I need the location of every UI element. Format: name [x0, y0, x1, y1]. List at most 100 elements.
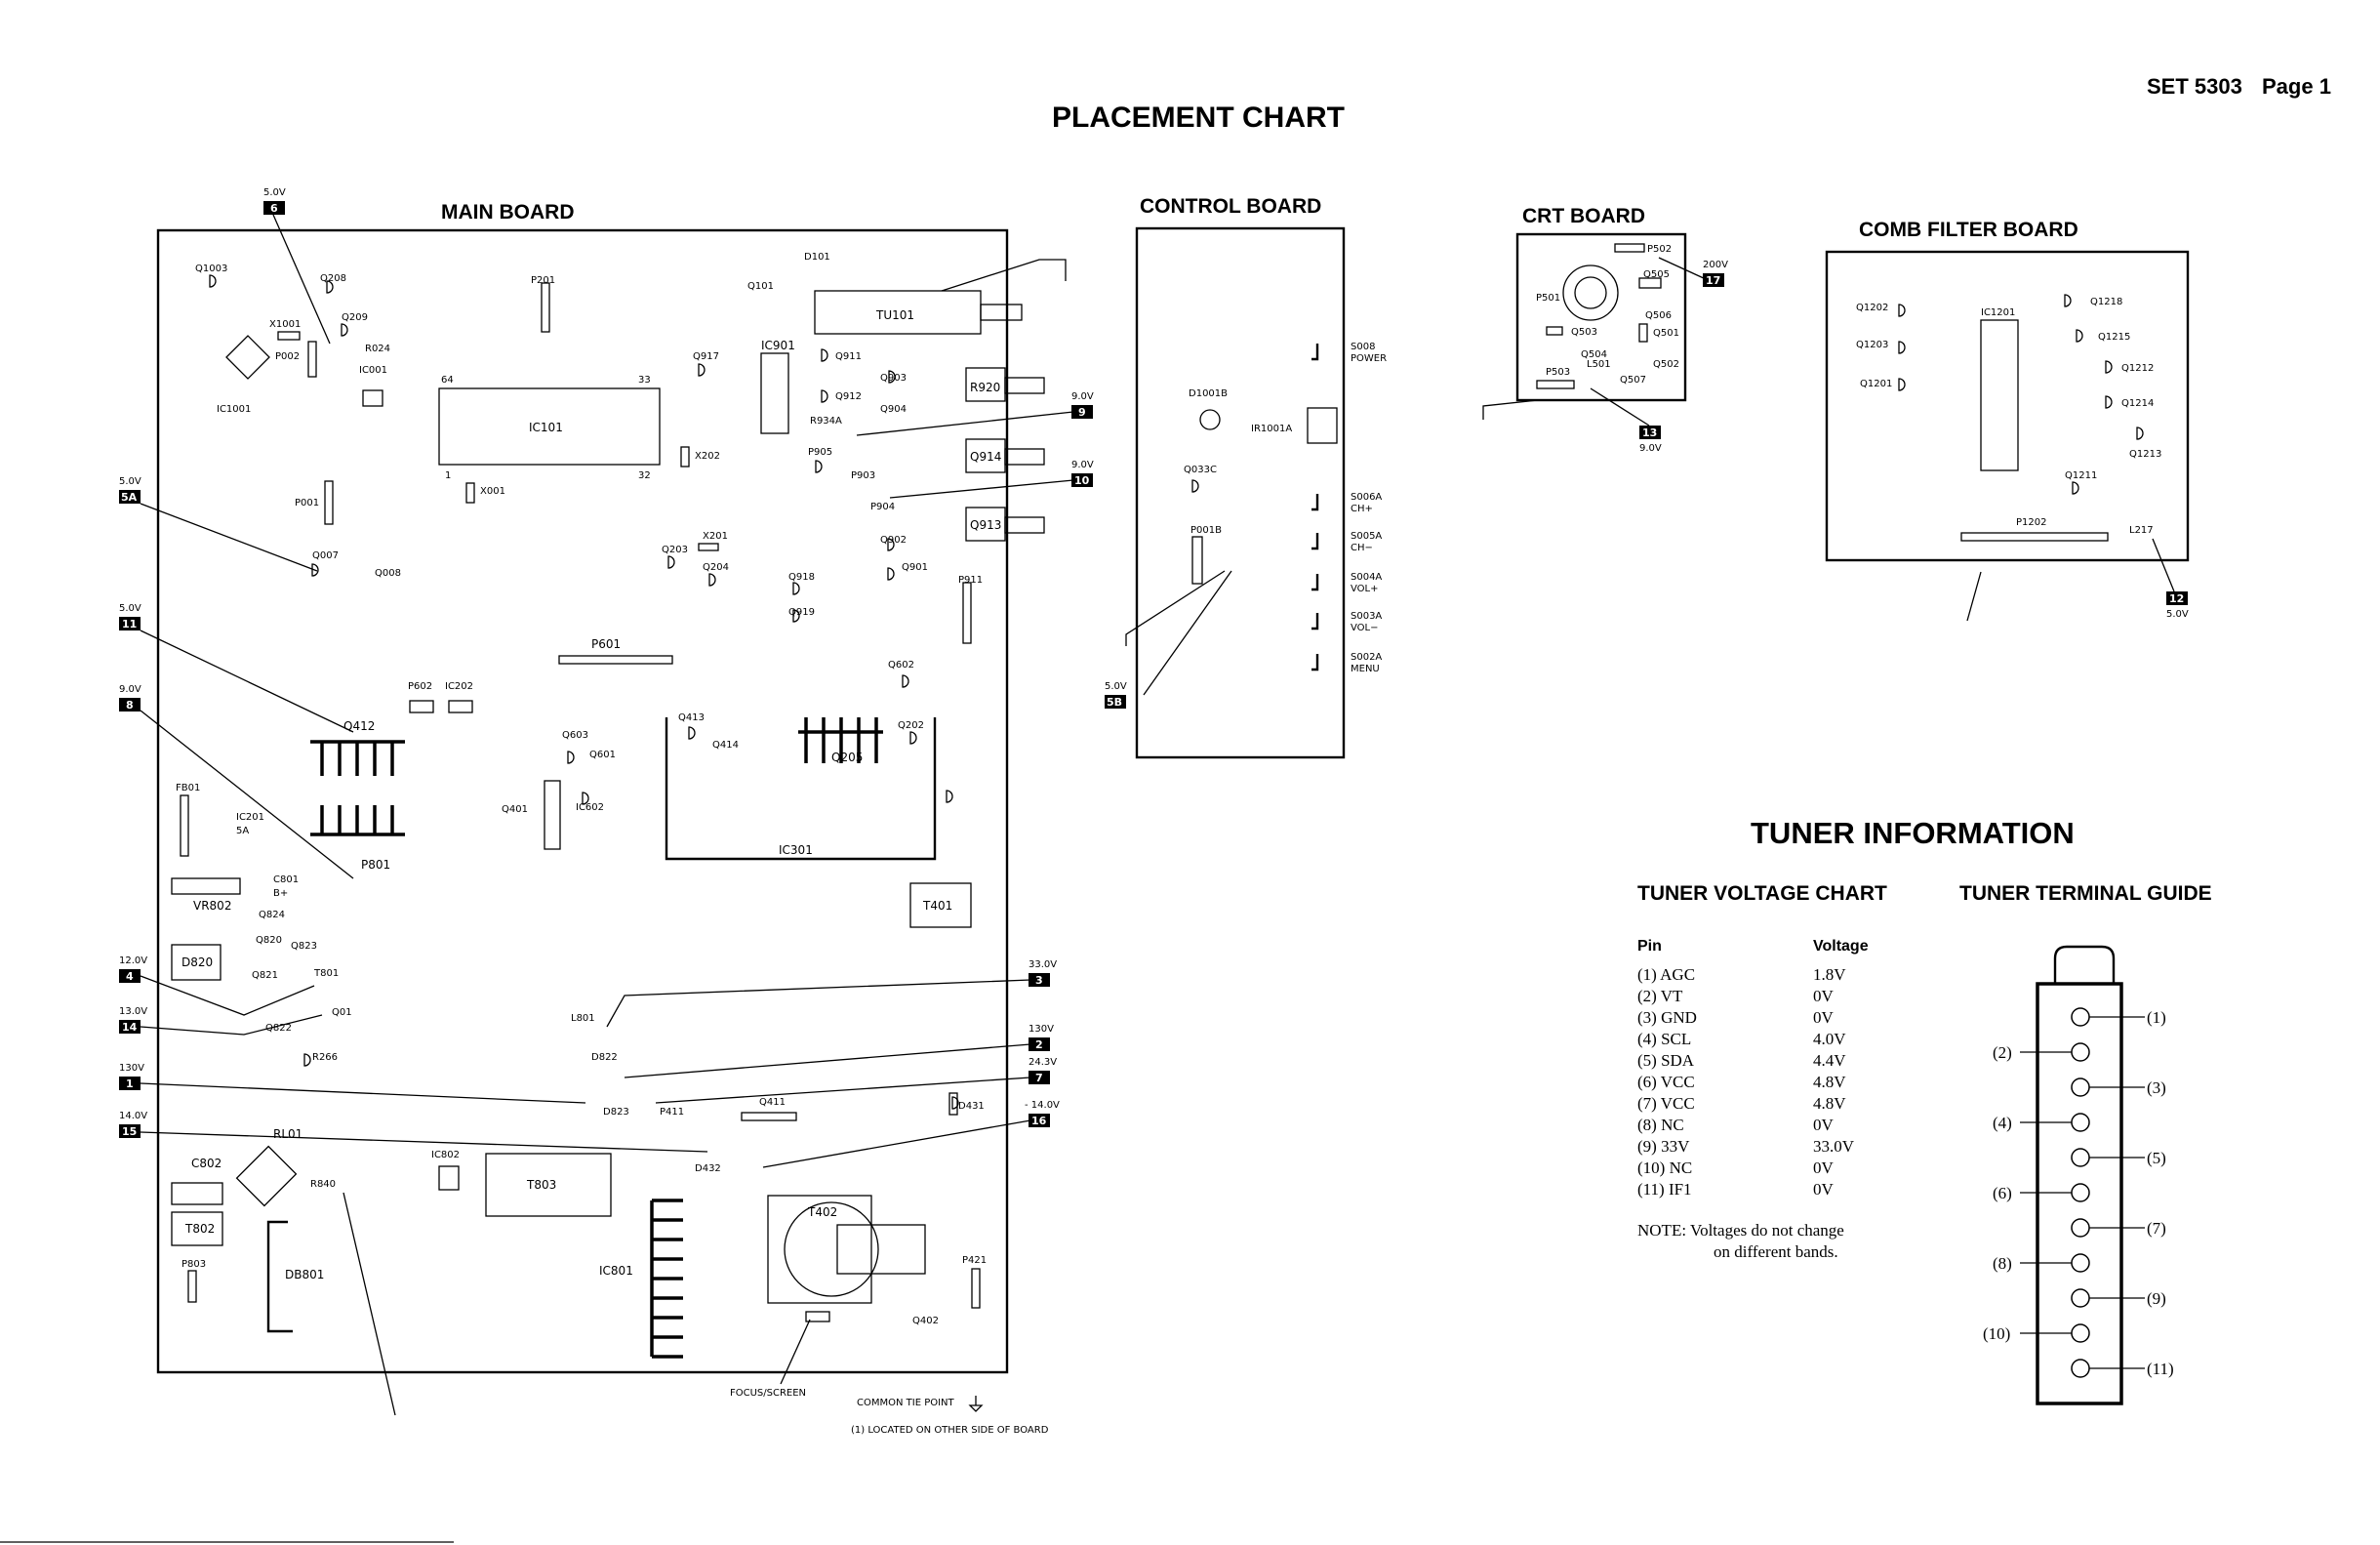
q820-label: Q823 — [291, 941, 317, 952]
r840-label: R840 — [310, 1179, 336, 1190]
p421-label: P421 — [962, 1255, 987, 1266]
row-voltage: 0V — [1813, 1159, 1835, 1177]
q414-heatsink — [798, 717, 883, 763]
rl01-body — [235, 1145, 298, 1207]
q913-label: P903 — [851, 470, 875, 481]
row-voltage: 4.8V — [1813, 1073, 1846, 1091]
terminal-1-label: (1) — [2147, 1008, 2166, 1027]
terminal-11-label: (11) — [2147, 1360, 2174, 1378]
row-voltage: 4.8V — [1813, 1094, 1846, 1113]
p002-label: P002 — [275, 351, 300, 362]
q1211-label: Q1211 — [2065, 470, 2097, 481]
q414-label: Q205 — [831, 751, 863, 764]
p201-label: P201 — [531, 275, 555, 286]
rl01-label: RL01 — [273, 1127, 303, 1141]
tuner-information: TUNER INFORMATION TUNER VOLTAGE CHART TU… — [1637, 816, 2212, 1405]
ic901-label: IC901 — [761, 339, 795, 352]
s005a-ref: S005A — [1351, 531, 1382, 542]
t401-body — [909, 882, 972, 928]
s004a-ref: S004A — [1351, 572, 1382, 583]
d431-label: D432 — [695, 1163, 721, 1174]
note-line-2: on different bands. — [1714, 1242, 1838, 1261]
test-point-leads — [140, 214, 1074, 1416]
tp-15: 15 — [119, 1124, 141, 1138]
t802-label: T802 — [184, 1222, 215, 1236]
p904-label: Q913 — [970, 518, 1001, 532]
c802-label: C802 — [191, 1157, 222, 1170]
terminal-2-label: (2) — [1993, 1043, 2012, 1062]
d823-label: P411 — [660, 1107, 684, 1118]
terminal-5-label: (5) — [2147, 1149, 2166, 1167]
row-pin: (6) VCC — [1637, 1073, 1695, 1091]
x201-label: X201 — [703, 531, 728, 542]
svg-text:6: 6 — [270, 202, 278, 215]
terminal-7-label: (7) — [2147, 1219, 2166, 1238]
common-tie-point-note: COMMON TIE POINT — [857, 1398, 955, 1408]
q202-label: Q602 — [888, 660, 914, 671]
svg-text:9: 9 — [1078, 406, 1086, 419]
fb01-value: 5A — [236, 826, 249, 836]
svg-text:15: 15 — [122, 1125, 137, 1138]
q917-label: Q917 — [693, 351, 719, 362]
terminal-9-label: (9) — [2147, 1289, 2166, 1308]
control-board-outline — [1135, 226, 1346, 759]
q824-label: Q820 — [256, 935, 282, 946]
p1202-label: P1202 — [2016, 517, 2046, 528]
tp-14: 14 — [119, 1020, 141, 1034]
ic1201-body — [1980, 319, 2019, 471]
q1203-label: Q1203 — [1856, 340, 1888, 350]
s1202-label: P601 — [591, 637, 621, 651]
p411-label: Q411 — [759, 1097, 786, 1108]
svg-text:5.0V: 5.0V — [119, 476, 141, 487]
p903-label: Q914 — [970, 450, 1001, 464]
q411-label: D431 — [958, 1101, 985, 1112]
svg-text:24.3V: 24.3V — [1029, 1057, 1057, 1068]
q505-label: Q505 — [1643, 269, 1670, 280]
tp-13: 13 — [1639, 426, 1661, 439]
db801-label: DB801 — [285, 1268, 324, 1281]
q1212-label: Q1212 — [2121, 363, 2154, 374]
tuner-voltage-chart-title: TUNER VOLTAGE CHART — [1637, 882, 1887, 905]
row-voltage: 4.0V — [1813, 1030, 1846, 1048]
x202-label: X202 — [695, 451, 720, 462]
row-pin: (8) NC — [1637, 1116, 1684, 1134]
svg-text:200V: 200V — [1703, 260, 1728, 270]
ic101-label: IC101 — [529, 421, 563, 434]
row-voltage: 0V — [1813, 1180, 1835, 1199]
tp-6: 6 — [263, 201, 285, 215]
q822-label: R266 — [312, 1052, 338, 1063]
svg-text:4: 4 — [126, 970, 134, 983]
crt-board-title: CRT BOARD — [1522, 205, 1645, 227]
q412-label: Q413 — [678, 712, 705, 723]
s002a-ref: S002A — [1351, 652, 1382, 663]
col-voltage-header: Voltage — [1813, 938, 1869, 955]
crt-socket — [1562, 264, 1619, 321]
p001b-label: P001B — [1190, 525, 1222, 536]
s008-fn: POWER — [1351, 353, 1387, 364]
svg-text:8: 8 — [126, 699, 134, 712]
tp-5a: 5A — [119, 490, 141, 504]
q204-label: Q204 — [703, 562, 729, 573]
p001-label: P001 — [295, 498, 319, 508]
s004a-fn: VOL+ — [1351, 584, 1379, 594]
svg-text:7: 7 — [1035, 1072, 1043, 1084]
tp-5b: 5B — [1105, 695, 1126, 709]
test-point-voltages: 5.0V 5.0V 5.0V 9.0V 12.0V 13.0V 130V 14.… — [119, 187, 2189, 1121]
q033c-label: Q033C — [1184, 465, 1217, 475]
svg-text:12.0V: 12.0V — [119, 955, 147, 966]
q1201-label: Q1201 — [1860, 379, 1892, 389]
p905-label: R920 — [970, 381, 1000, 394]
svg-text:17: 17 — [1706, 274, 1720, 287]
q007-label: Q007 — [312, 550, 339, 561]
svg-text:5.0V: 5.0V — [263, 187, 286, 198]
q602-label: Q603 — [562, 730, 588, 741]
s006a-fn: CH+ — [1351, 504, 1373, 514]
p911-label: P911 — [958, 575, 983, 586]
t401-label: T401 — [922, 899, 952, 913]
t801-label: D820 — [182, 955, 213, 969]
row-voltage: 0V — [1813, 987, 1835, 1005]
ic801-label: IC801 — [599, 1264, 633, 1278]
row-pin: (3) GND — [1637, 1008, 1697, 1027]
l801-label: D822 — [591, 1052, 618, 1063]
